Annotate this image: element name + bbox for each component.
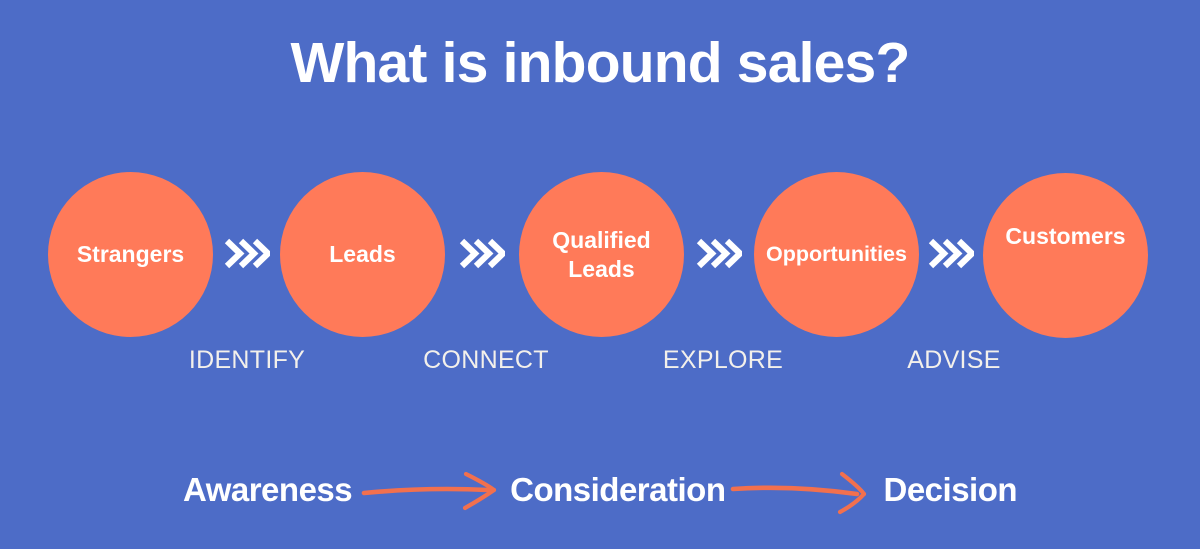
stage-circle-leads: Leads [280, 172, 445, 337]
journey-step-decision: Decision [883, 471, 1018, 508]
action-label-connect: CONNECT [423, 346, 549, 374]
stage-label: Qualified Leads [552, 226, 651, 282]
action-label-advise: ADVISE [907, 346, 1001, 374]
chevrons-icon [459, 238, 505, 269]
chevrons-icon [224, 238, 270, 269]
arrow-right-icon [731, 471, 867, 515]
stage-circle-qualified-leads: Qualified Leads [519, 172, 684, 337]
stage-label: Leads [329, 241, 396, 268]
journey-step-awareness: Awareness [182, 471, 353, 508]
action-label-explore: EXPLORE [662, 346, 784, 374]
stage-label: Opportunities [766, 242, 907, 267]
page-title: What is inbound sales? [290, 31, 911, 95]
arrow-right-icon [361, 471, 497, 511]
buyer-journey: Awareness Consideration Decision [0, 464, 1200, 516]
chevrons-icon [928, 238, 974, 269]
journey-step-consideration: Consideration [510, 471, 726, 508]
stage-circle-opportunities: Opportunities [754, 172, 919, 337]
action-label-identify: IDENTIFY [188, 346, 306, 374]
chevrons-icon [696, 238, 742, 269]
stage-label: Customers [1005, 223, 1126, 250]
stage-circle-strangers: Strangers [48, 172, 213, 337]
stage-label: Strangers [76, 241, 185, 268]
stage-circle-customers: Customers [983, 173, 1148, 338]
